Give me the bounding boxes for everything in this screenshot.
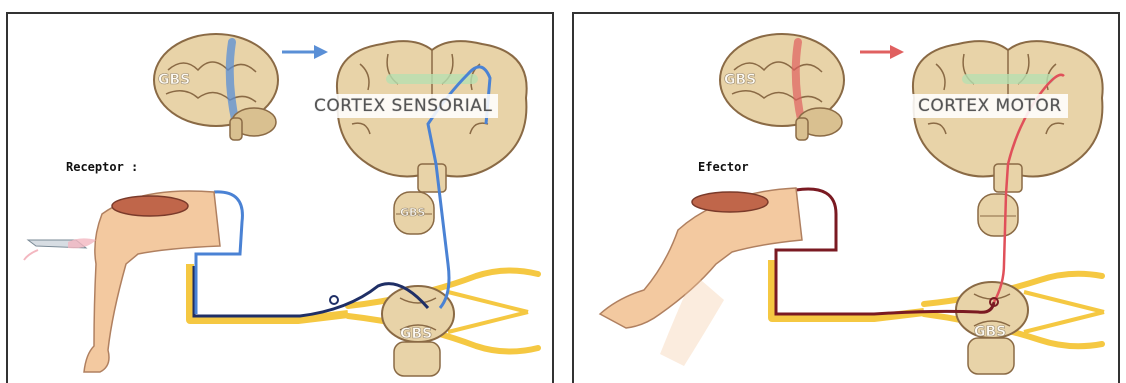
arrow-icon — [860, 45, 904, 59]
svg-text:GBS: GBS — [400, 326, 432, 342]
svg-text:GBS: GBS — [974, 324, 1006, 340]
cortex-sensorial-label: CORTEX SENSORIAL — [308, 94, 498, 118]
svg-text:GBS: GBS — [158, 72, 190, 88]
sensory-pathway-panel: GBS GBS GBS — [6, 12, 554, 383]
lateral-brain-icon: GBS — [154, 34, 278, 140]
spinal-cord-icon: GBS — [924, 274, 1104, 374]
brainstem-icon: GBS — [394, 192, 434, 234]
receptor-label: Receptor : — [66, 160, 138, 174]
motor-pathway-illustration: GBS GBS — [574, 14, 1120, 383]
cortex-motor-label: CORTEX MOTOR — [912, 94, 1068, 118]
sensory-pathway-illustration: GBS GBS GBS — [8, 14, 554, 383]
peripheral-nerve — [772, 260, 924, 318]
svg-text:GBS: GBS — [400, 206, 425, 219]
brainstem-icon — [978, 194, 1018, 236]
motor-pathway-panel: GBS GBS — [572, 12, 1120, 383]
lateral-brain-icon: GBS — [720, 34, 844, 140]
efector-label: Efector — [698, 160, 749, 174]
arrow-icon — [282, 45, 328, 59]
svg-text:GBS: GBS — [724, 72, 756, 88]
